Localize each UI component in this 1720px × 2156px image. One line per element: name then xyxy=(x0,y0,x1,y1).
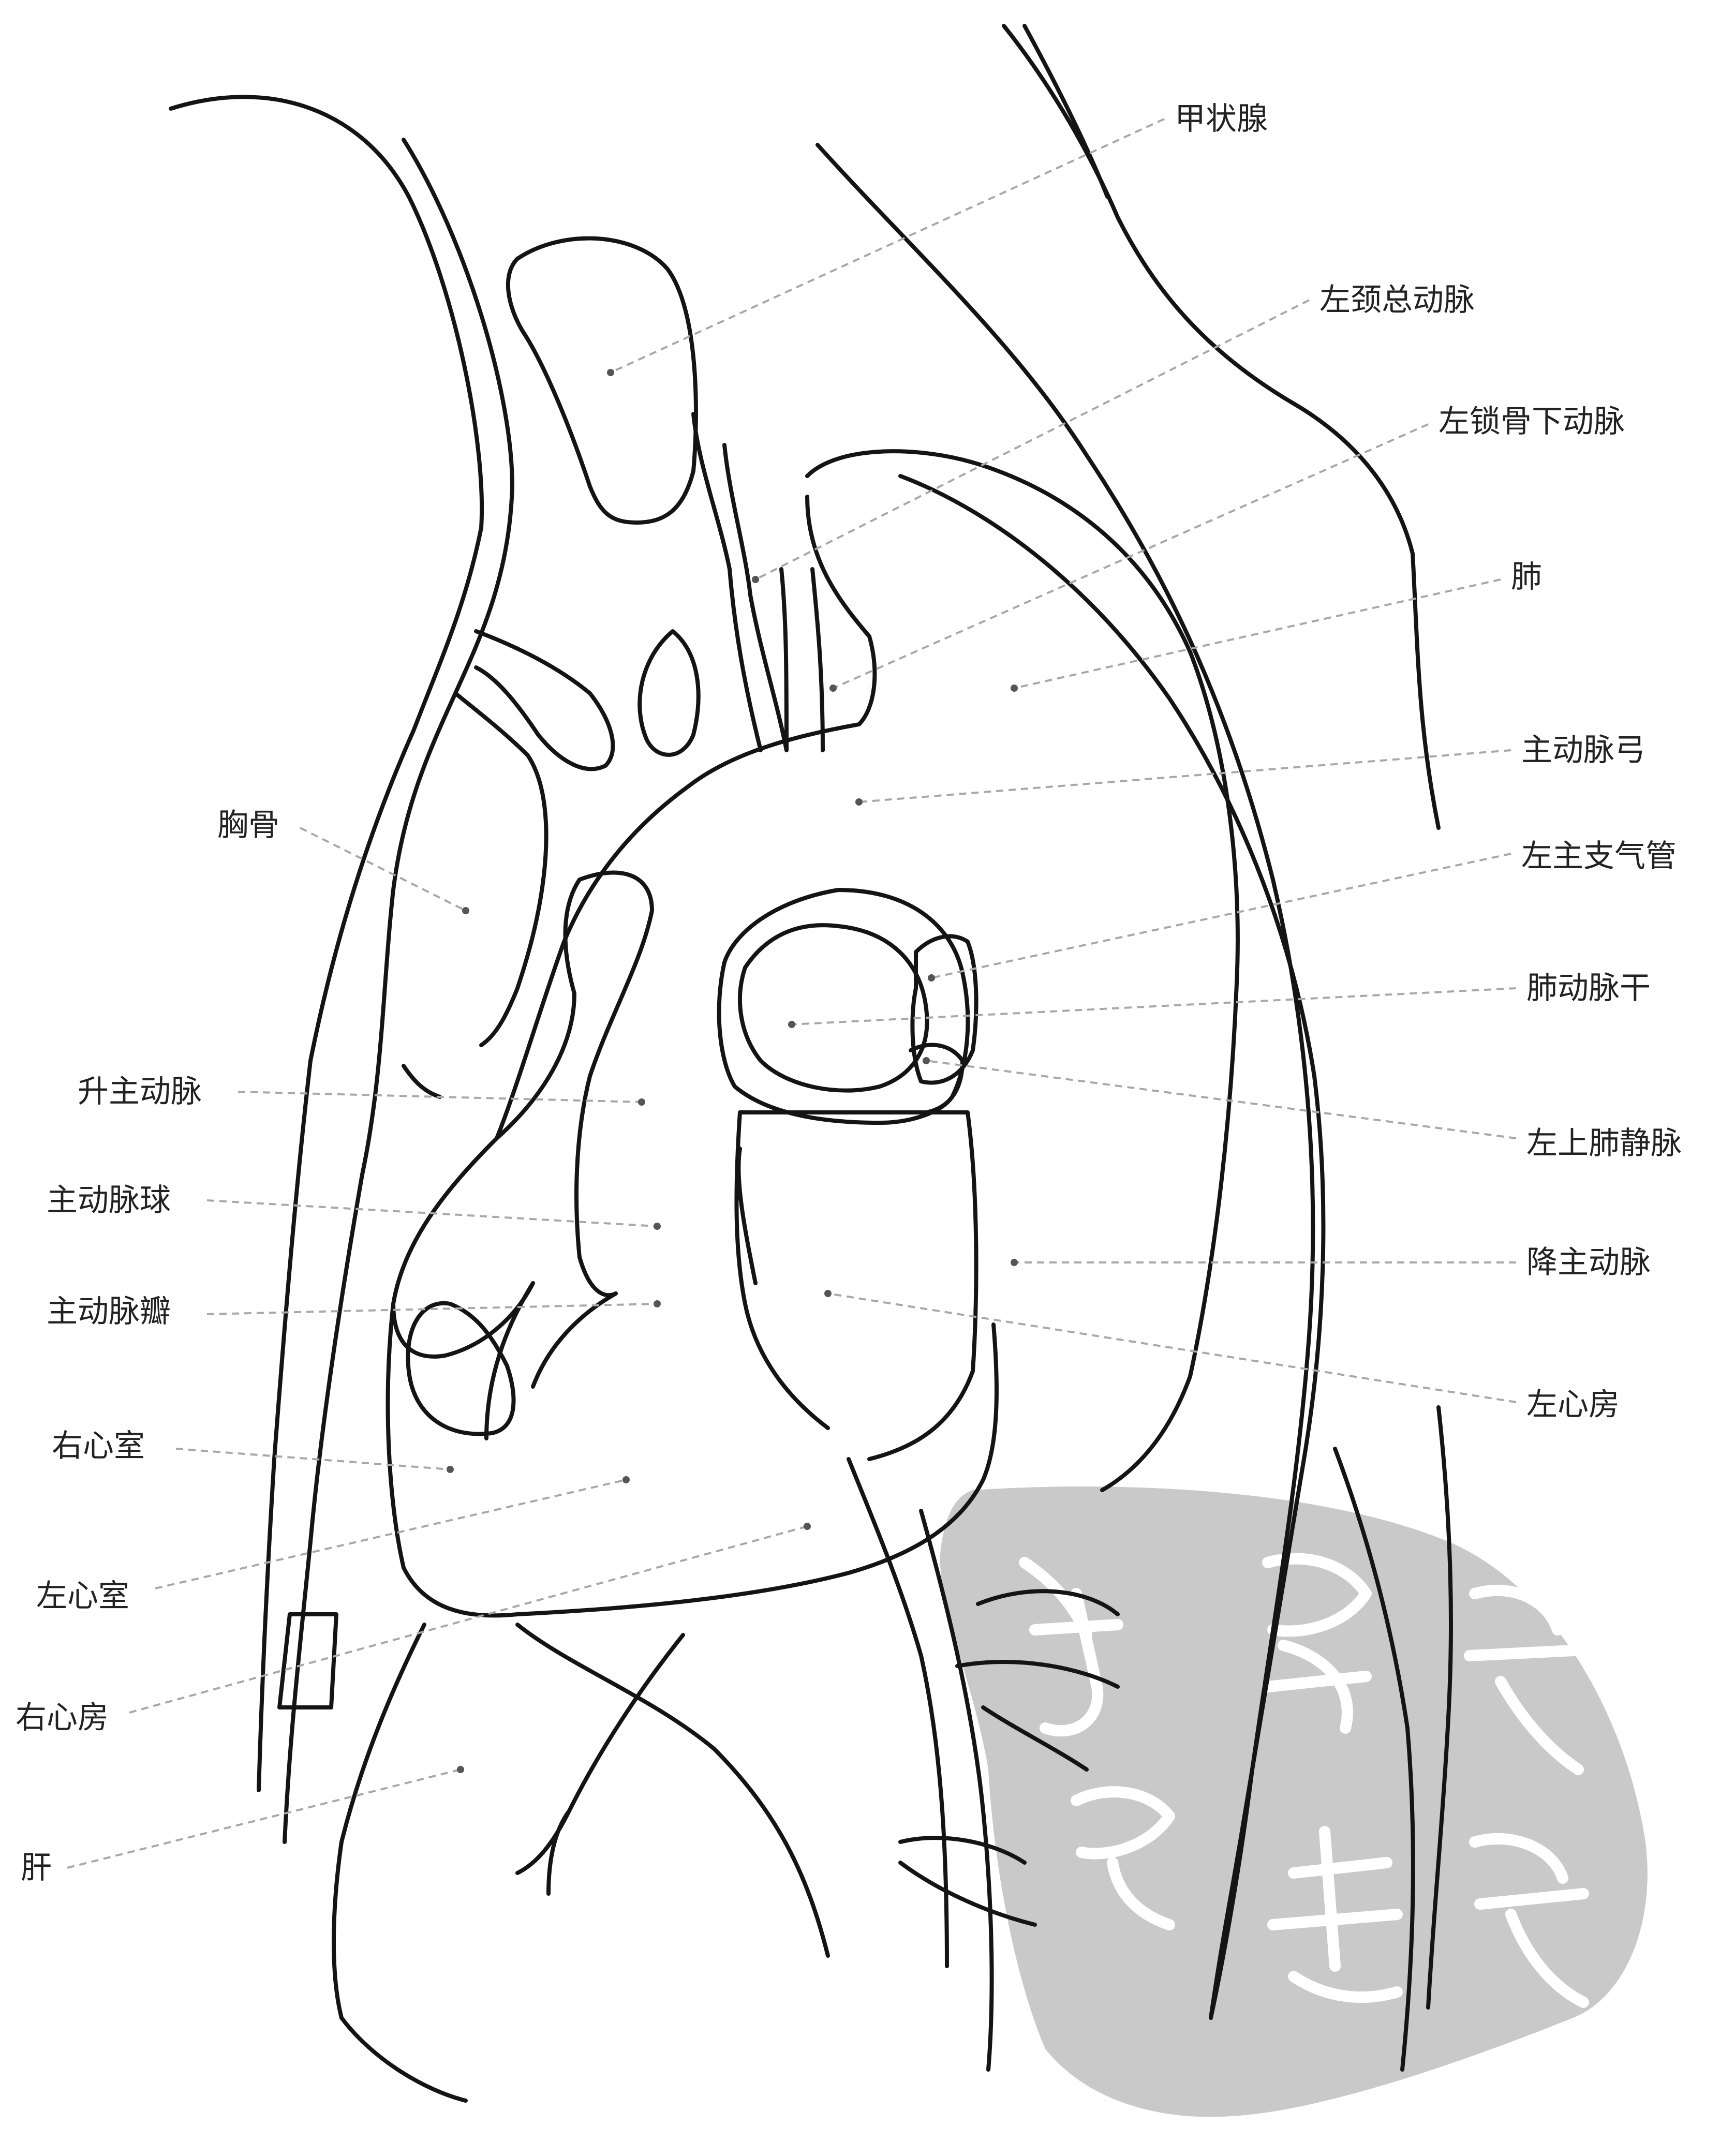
label-right-ventricle: 右心室 xyxy=(52,1428,145,1464)
anchor-left-common-carotid xyxy=(752,576,759,583)
anchor-left-superior-pulmonary-vein xyxy=(923,1057,930,1064)
anchor-aortic-valve xyxy=(654,1300,661,1307)
left-subclavian xyxy=(781,569,823,750)
anchor-aortic-bulb xyxy=(654,1223,661,1230)
leader-left-atrium xyxy=(828,1293,1516,1402)
leader-ascending-aorta xyxy=(238,1092,642,1102)
label-pulmonary-trunk: 肺动脉干 xyxy=(1526,970,1651,1006)
label-left-ventricle: 左心室 xyxy=(36,1578,129,1614)
left-ventricle xyxy=(388,1304,997,1615)
anchor-sternum xyxy=(462,907,469,914)
label-aortic-arch: 主动脉弓 xyxy=(1521,732,1645,768)
leader-left-superior-pulmonary-vein xyxy=(926,1061,1516,1138)
anchor-left-subclavian xyxy=(829,685,837,692)
anchor-left-main-bronchus xyxy=(928,974,935,982)
pulmonary-trunk-inner xyxy=(740,925,927,1091)
anchor-right-atrium xyxy=(804,1523,811,1530)
watermark-seal xyxy=(940,1486,1648,2117)
anchor-descending-aorta xyxy=(1011,1259,1018,1266)
label-ascending-aorta: 升主动脉 xyxy=(78,1074,202,1110)
leader-right-ventricle xyxy=(176,1449,450,1469)
leader-sternum xyxy=(300,828,466,911)
thymus-lobe xyxy=(640,631,698,755)
hepatic-vein xyxy=(517,1635,683,1894)
anchor-pulmonary-trunk xyxy=(788,1021,795,1028)
left-atrium xyxy=(740,1112,976,1459)
leader-left-common-carotid xyxy=(755,300,1309,579)
ascending-aorta xyxy=(576,873,652,1296)
label-aortic-bulb: 主动脉球 xyxy=(47,1182,171,1218)
sternum xyxy=(455,693,546,1045)
liver-outline xyxy=(342,2018,466,2101)
anchor-right-ventricle xyxy=(447,1466,454,1473)
label-left-superior-pulmonary-vein: 左上肺静脉 xyxy=(1526,1125,1682,1162)
label-right-atrium: 右心房 xyxy=(16,1700,109,1736)
label-descending-aorta: 降主动脉 xyxy=(1526,1244,1651,1281)
leader-lung xyxy=(1014,579,1501,688)
label-left-atrium: 左心房 xyxy=(1526,1387,1620,1423)
anchor-lung xyxy=(1011,685,1018,692)
leader-aortic-bulb xyxy=(207,1200,657,1226)
diaphragm xyxy=(334,1625,828,2018)
leader-liver xyxy=(67,1770,461,1868)
leader-pulmonary-trunk xyxy=(792,988,1516,1024)
leader-aortic-arch xyxy=(859,750,1511,802)
label-aortic-valve: 主动脉瓣 xyxy=(47,1293,171,1330)
leader-right-atrium xyxy=(129,1526,807,1713)
ascending-aorta-anterior xyxy=(393,880,580,1357)
leader-left-main-bronchus xyxy=(931,854,1511,978)
anchor-liver xyxy=(457,1766,464,1773)
label-left-common-carotid: 左颈总动脉 xyxy=(1319,282,1475,318)
anchor-ascending-aorta xyxy=(638,1098,645,1106)
right-ventricle xyxy=(408,1303,513,1434)
anchor-aortic-arch xyxy=(855,798,863,806)
aortic-arch-inner xyxy=(497,497,874,1138)
anterior-chest-wall xyxy=(285,140,512,1842)
label-lung: 肺 xyxy=(1511,559,1542,595)
anchor-left-atrium xyxy=(824,1290,832,1297)
label-thyroid: 甲状腺 xyxy=(1175,101,1268,137)
anchor-thyroid xyxy=(607,369,614,376)
brachiocephalic-vein xyxy=(476,631,613,769)
anchor-left-ventricle xyxy=(622,1476,630,1483)
thyroid xyxy=(508,239,696,523)
label-sternum: 胸骨 xyxy=(217,807,279,843)
anterior-skin-outline xyxy=(171,97,482,1790)
leader-thyroid xyxy=(611,119,1164,373)
label-left-subclavian: 左锁骨下动脉 xyxy=(1439,404,1625,440)
label-liver: 肝 xyxy=(21,1850,52,1886)
left-atrium-posterior xyxy=(736,1112,828,1428)
label-left-main-bronchus: 左主支气管 xyxy=(1521,838,1677,874)
